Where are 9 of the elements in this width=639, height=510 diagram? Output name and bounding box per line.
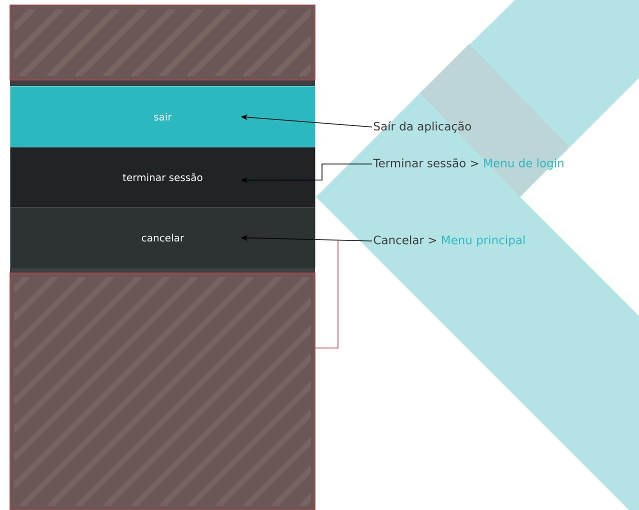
menu-button: cancelar xyxy=(10,207,316,268)
hatched-panel xyxy=(10,272,316,510)
menu-button: terminar sessão xyxy=(10,147,316,208)
hatched-panel xyxy=(10,4,316,80)
annotation-text: Terminar sessão > Menu de login xyxy=(373,158,564,170)
menu-button: sair xyxy=(10,86,316,148)
connector-line xyxy=(315,240,338,348)
annotation-text: Cancelar > Menu principal xyxy=(374,235,525,247)
annotation-text: Saír da aplicação xyxy=(374,121,472,133)
